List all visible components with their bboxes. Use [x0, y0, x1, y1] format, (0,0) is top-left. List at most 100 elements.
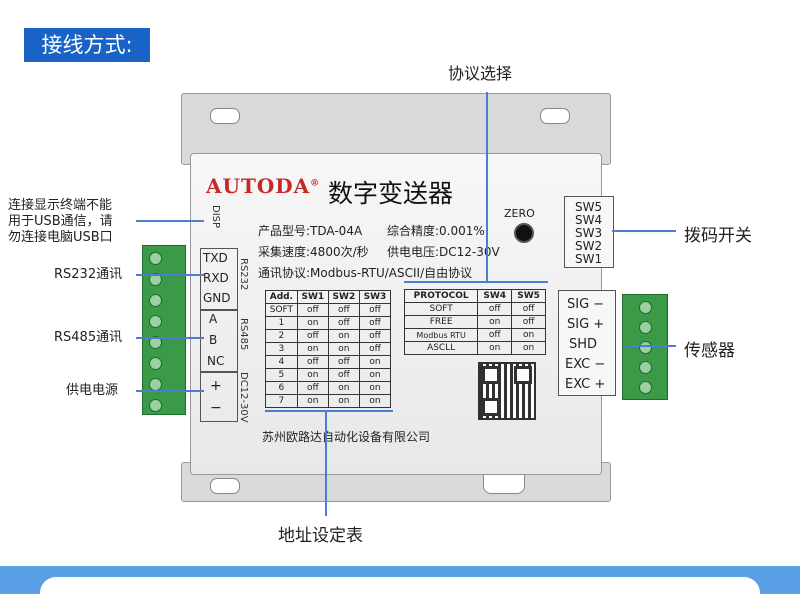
table-cell: off: [511, 302, 546, 316]
rs232-side-label: RS232: [238, 258, 249, 291]
power-leader-line: [136, 390, 204, 392]
table-cell: on: [477, 341, 513, 355]
table-cell: on: [327, 329, 360, 343]
speed-spec: 采集速度:4800次/秒: [258, 245, 369, 259]
protocol-spec: 通讯协议:Modbus-RTU/ASCII/自由协议: [258, 266, 473, 280]
dc-side-label: DC12-30V: [238, 372, 249, 423]
table-cell: on: [477, 315, 513, 329]
table-cell: off: [511, 315, 546, 329]
sw1-label: SW1: [575, 252, 603, 266]
sw5-label: SW5: [575, 200, 603, 214]
sensor-callout: 传感器: [684, 341, 735, 361]
dip-leader-line: [612, 230, 676, 232]
table-cell: 1: [265, 316, 298, 330]
table-cell: off: [358, 342, 392, 356]
protocol-leader-line: [486, 92, 488, 282]
sensor-leader-line: [626, 345, 676, 347]
table-cell: off: [358, 329, 392, 343]
dip-switch-labels: SW5 SW4 SW3 SW2 SW1: [564, 196, 614, 268]
sw4-label: SW4: [575, 213, 603, 227]
terminal-label-sig-minus: SIG −: [567, 297, 605, 312]
disp-label: DISP: [210, 205, 221, 229]
screw-icon: [639, 341, 652, 354]
table-cell: on: [296, 368, 329, 382]
table-cell: 5: [265, 368, 298, 382]
sw3-label: SW3: [575, 226, 603, 240]
table-cell: off: [296, 303, 329, 317]
screw-icon: [639, 381, 652, 394]
address-callout: 地址设定表: [278, 526, 363, 546]
usb-note-line-2: 用于USB通信，请: [8, 214, 113, 229]
table-cell: on: [358, 355, 392, 369]
bottom-card: [40, 577, 760, 607]
product-name: 数字变送器: [328, 179, 454, 208]
table-cell: 6: [265, 381, 298, 395]
zero-button[interactable]: [514, 223, 534, 243]
table-cell: 4: [265, 355, 298, 369]
table-cell: off: [296, 381, 329, 395]
group-box-power: [200, 372, 238, 422]
table-cell: SOFT: [403, 302, 479, 316]
terminal-label-sig-plus: SIG +: [567, 317, 605, 332]
table-cell: off: [327, 355, 360, 369]
table-cell: on: [358, 368, 392, 382]
protocol-callout: 协议选择: [448, 64, 513, 83]
right-terminal-block: [622, 294, 668, 400]
group-box-rs232: [200, 248, 238, 310]
top-right-slot: [540, 108, 570, 124]
screw-icon: [149, 357, 162, 370]
table-header-cell: SW4: [477, 289, 513, 303]
table-cell: ASCLL: [403, 341, 479, 355]
model-spec: 产品型号:TDA-04A: [258, 224, 363, 238]
top-left-slot: [210, 108, 240, 124]
table-cell: on: [327, 342, 360, 356]
terminal-label-shd: SHD: [569, 337, 598, 352]
rs232-callout: RS232通讯: [54, 267, 123, 282]
terminal-label-rxd: RXD: [203, 271, 229, 285]
terminal-label-a: A: [209, 312, 218, 326]
table-cell: off: [327, 303, 360, 317]
table-cell: on: [511, 341, 546, 355]
screw-icon: [149, 252, 162, 265]
table-cell: Modbus RTU: [403, 328, 479, 342]
qr-finder: [482, 398, 500, 416]
table-cell: 3: [265, 342, 298, 356]
table-header-cell: SW3: [358, 290, 392, 304]
table-cell: 2: [265, 329, 298, 343]
table-cell: off: [327, 316, 360, 330]
terminal-label-exc-plus: EXC +: [565, 377, 606, 392]
sw2-label: SW2: [575, 239, 603, 253]
table-cell: on: [296, 342, 329, 356]
table-cell: on: [327, 394, 360, 408]
qr-finder: [514, 366, 532, 384]
rs232-leader-line: [136, 274, 204, 276]
usb-leader-line: [136, 220, 204, 222]
table-cell: SOFT: [265, 303, 298, 317]
table-cell: off: [296, 355, 329, 369]
table-header-cell: SW5: [511, 289, 546, 303]
table-header-cell: PROTOCOL: [403, 289, 479, 303]
usb-note-line-1: 连接显示终端不能: [8, 198, 113, 213]
table-cell: on: [327, 381, 360, 395]
qr-code: [478, 362, 536, 420]
usb-note-line-3: 勿连接电脑USB口: [8, 230, 113, 245]
terminal-label-exc-minus: EXC −: [565, 357, 606, 372]
screw-icon: [149, 336, 162, 349]
screw-icon: [639, 321, 652, 334]
screw-icon: [639, 301, 652, 314]
terminal-label-gnd: GND: [203, 291, 231, 305]
table-cell: on: [511, 328, 546, 342]
zero-label: ZERO: [504, 207, 535, 220]
table-cell: 7: [265, 394, 298, 408]
table-header-row: Add. SW1 SW2 SW3: [265, 290, 392, 304]
